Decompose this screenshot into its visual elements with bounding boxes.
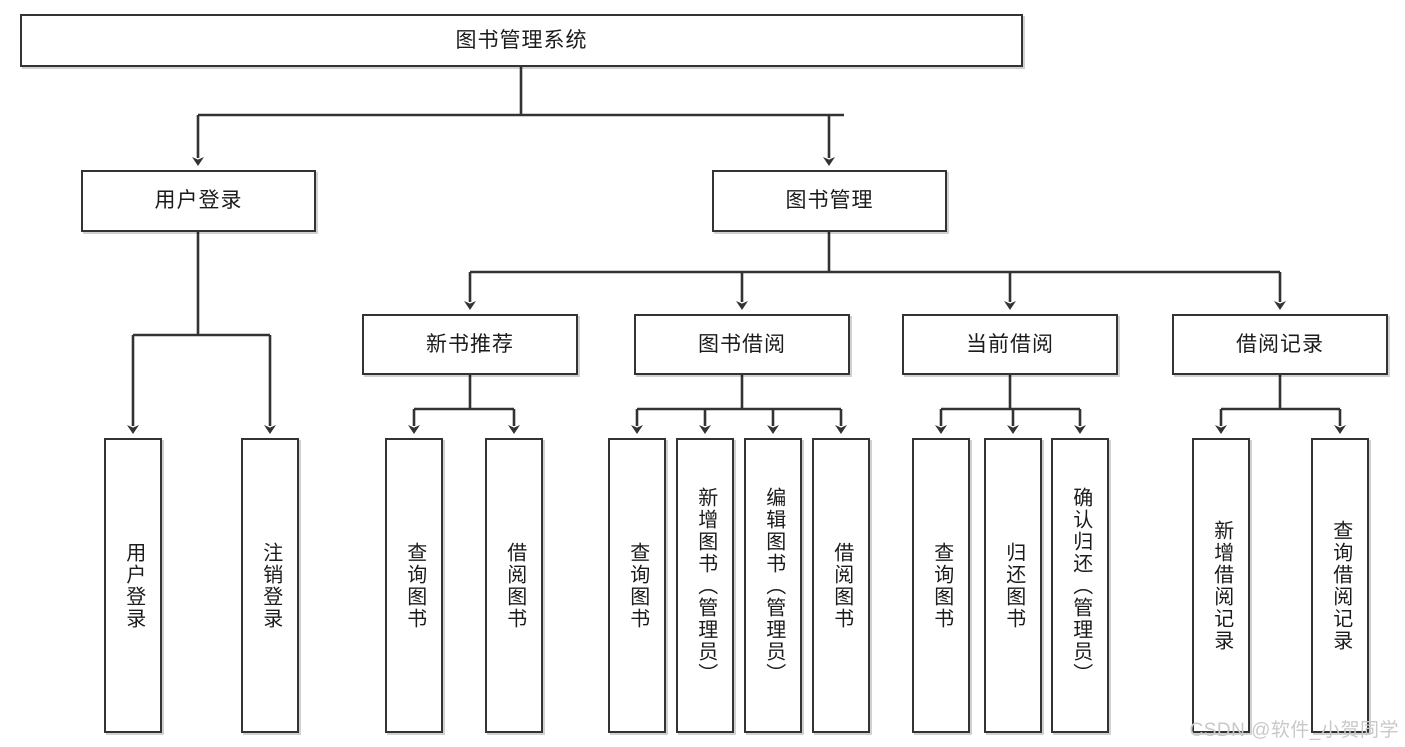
node-current-borrow[interactable]: 当前借阅 — [902, 314, 1118, 375]
node-label: 新增借阅记录 — [1210, 519, 1233, 652]
node-borrow-record[interactable]: 借阅记录 — [1172, 314, 1388, 375]
node-leaf-borrow-book-2[interactable]: 借阅图书 — [812, 438, 870, 733]
node-leaf-edit-book[interactable]: 编辑图书（管理员） — [744, 438, 802, 733]
node-label: 编辑图书（管理员） — [762, 486, 785, 685]
node-book-borrow[interactable]: 图书借阅 — [634, 314, 850, 375]
node-label: 图书管理 — [785, 189, 874, 213]
node-label: 查询图书 — [626, 541, 649, 630]
node-leaf-borrow-book-1[interactable]: 借阅图书 — [485, 438, 543, 733]
csdn-watermark: CSDN @软件_小贺同学 — [1189, 720, 1399, 741]
node-new-book-rec[interactable]: 新书推荐 — [362, 314, 578, 375]
node-label: 借阅图书 — [503, 541, 526, 630]
node-user-login[interactable]: 用户登录 — [81, 170, 316, 232]
node-label: 查询借阅记录 — [1329, 519, 1352, 652]
node-leaf-user-login[interactable]: 用户登录 — [104, 438, 162, 733]
node-label: 借阅记录 — [1236, 332, 1324, 356]
node-label: 查询图书 — [930, 541, 953, 630]
node-label: 当前借阅 — [966, 332, 1054, 356]
node-label: 确认归还（管理员） — [1069, 486, 1092, 685]
node-leaf-query-book-1[interactable]: 查询图书 — [385, 438, 443, 733]
node-leaf-query-book-2[interactable]: 查询图书 — [608, 438, 666, 733]
tree-edges — [127, 67, 1346, 434]
node-leaf-query-book-3[interactable]: 查询图书 — [912, 438, 970, 733]
node-label: 借阅图书 — [830, 541, 853, 630]
node-leaf-add-record[interactable]: 新增借阅记录 — [1192, 438, 1250, 733]
node-label: 用户登录 — [122, 541, 145, 630]
node-leaf-add-book[interactable]: 新增图书（管理员） — [676, 438, 734, 733]
node-leaf-return-book[interactable]: 归还图书 — [984, 438, 1042, 733]
node-leaf-logout[interactable]: 注销登录 — [241, 438, 299, 733]
node-label: 新增图书（管理员） — [694, 486, 717, 685]
node-label: 注销登录 — [259, 541, 282, 630]
node-root[interactable]: 图书管理系统 — [20, 14, 1023, 67]
node-book-manage[interactable]: 图书管理 — [712, 170, 947, 232]
node-label: 图书管理系统 — [455, 28, 588, 52]
node-label: 新书推荐 — [426, 332, 514, 356]
node-leaf-query-record[interactable]: 查询借阅记录 — [1311, 438, 1369, 733]
node-label: 用户登录 — [154, 189, 243, 213]
node-label: 归还图书 — [1002, 541, 1025, 630]
node-label: 图书借阅 — [698, 332, 786, 356]
node-label: 查询图书 — [403, 541, 426, 630]
node-leaf-confirm-return[interactable]: 确认归还（管理员） — [1051, 438, 1109, 733]
